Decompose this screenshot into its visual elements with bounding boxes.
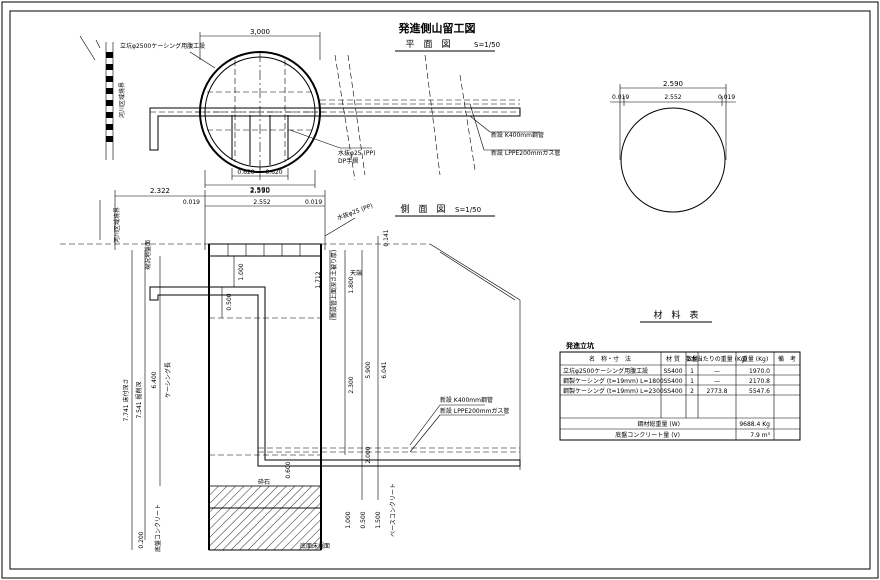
casing-length-label: ケーシング長	[164, 362, 172, 398]
table-row: 鋼製ケーシング (t=19mm) L=1800 SS400 1 — 2170.8	[563, 377, 770, 385]
side-dim-1500: 1.500	[375, 511, 382, 528]
side-dim-2000: 2.000	[365, 446, 372, 463]
total-weight-value: 9688.4 Kg	[739, 421, 770, 428]
ring-circle	[620, 107, 726, 213]
side-dim-r: 0.019	[305, 199, 322, 206]
side-dim-0500b: 0.500	[360, 511, 367, 528]
plan-dim-b: 0.620	[265, 169, 282, 176]
plan-drain-note2: DP手摺	[338, 157, 358, 165]
plan-boundary-label: 河川区域境界	[118, 82, 126, 118]
side-dim-6041: 6.041	[381, 361, 388, 378]
side-dim-0500: 0.500	[226, 293, 233, 310]
plan-drain-note1: 水抜φ25 (PP)	[338, 149, 375, 157]
col-material: 材 質	[666, 355, 680, 363]
materials-section: 発進立坑	[565, 341, 594, 350]
side-dim-6400: 6.400	[151, 371, 158, 388]
concrete-volume-value: 7.9 m³	[750, 432, 770, 439]
svg-text:鋼製ケーシング (t=19mm) L=1800: 鋼製ケーシング (t=19mm) L=1800	[563, 377, 664, 385]
plan-casing-note: 立坑φ2500ケーシング用腹工設	[120, 42, 205, 50]
svg-text:2773.8: 2773.8	[707, 388, 728, 395]
side-dim-1800: 1.800	[348, 276, 355, 293]
col-remarks: 備 考	[778, 355, 796, 363]
svg-text:2170.8: 2170.8	[749, 378, 770, 385]
side-view: 2.322 2.590 0.019 2.552 0.019 河川区域境界 水抜φ…	[60, 187, 521, 552]
side-dim-l: 0.019	[183, 199, 200, 206]
plan-dim-outer: 3,000	[250, 28, 270, 36]
plan-dim-inner: 2,590	[250, 186, 270, 194]
boundary-hatch	[106, 52, 113, 142]
side-dim-total: 2.322	[150, 187, 170, 195]
ring-dim-right: 0.019	[718, 94, 735, 101]
svg-text:SS400: SS400	[663, 368, 682, 375]
bottom-concrete-label: 底盤コンクリート	[154, 504, 162, 552]
side-boundary-label: 河川区域境界	[113, 207, 121, 243]
plan-title: 平 面 図	[405, 39, 450, 50]
svg-text:—: —	[714, 378, 720, 385]
side-pipe	[149, 286, 521, 467]
side-dim-5900: 5.900	[365, 361, 372, 378]
ring-dim-left: 0.019	[612, 94, 629, 101]
plan-view: 河川区域境界 3,000 2,590 0.620	[79, 28, 560, 194]
svg-text:SS400: SS400	[663, 378, 682, 385]
drawing-title: 発進側山留工図	[398, 21, 476, 35]
concrete-base	[208, 507, 322, 551]
side-dim-7741: 7.741 床付深さ	[122, 378, 130, 421]
top-label: 天端	[350, 269, 362, 277]
table-row: 鋼製ケーシング (t=19mm) L=2300 SS400 2 2773.8 5…	[563, 387, 770, 395]
side-pipe1-note: 新設 K400mm鋼管	[440, 396, 493, 404]
col-unit-weight: 1本当たりの重量 (Kg)	[687, 355, 747, 363]
svg-text:立坑φ2500ケーシング用腹工設: 立坑φ2500ケーシング用腹工設	[563, 367, 648, 375]
svg-text:2: 2	[690, 388, 694, 395]
floor-label: 底面床掘面	[300, 542, 330, 550]
ring-dim-top: 2.590	[663, 80, 683, 88]
side-dim-2300: 2.300	[348, 376, 355, 393]
embankment-slope	[429, 243, 521, 470]
plan-pipe-steel	[149, 107, 521, 151]
side-dim-0200: 0.200	[138, 531, 145, 548]
ring-detail: 2.590 0.019 2.552 0.019	[610, 80, 736, 213]
gravel-layer	[208, 485, 322, 509]
pipe-depth-label: (新設管上面深さ土被り厚)	[330, 250, 338, 321]
side-dim-outer: 2.590	[250, 187, 270, 195]
svg-text:1970.0: 1970.0	[749, 368, 770, 375]
side-dim-1000b: 1.000	[345, 511, 352, 528]
side-dim-1000: 1.000	[238, 263, 245, 280]
materials-heading: 材 料 表	[653, 309, 698, 321]
side-dim-7541: 7.541 掘削深	[135, 381, 143, 418]
sand-label: 砕石	[258, 478, 270, 486]
plan-scale: S=1/50	[474, 41, 500, 49]
side-dim-m: 2.552	[253, 199, 270, 206]
svg-text:SS400: SS400	[663, 388, 682, 395]
table-row: 立坑φ2500ケーシング用腹工設 SS400 1 — 1970.0	[563, 367, 770, 375]
plan-pipe1-note: 新設 K400mm鋼管	[491, 131, 544, 139]
col-weight: 重量 (Kg)	[742, 355, 768, 363]
side-dim-0600: 0.600	[285, 461, 292, 478]
casing-top-frame	[208, 243, 322, 257]
svg-text:—: —	[714, 368, 720, 375]
svg-text:5547.6: 5547.6	[749, 388, 770, 395]
col-qty: 数量	[686, 355, 698, 363]
side-dim-0141: 0.141	[383, 229, 390, 246]
mortar-label: ベースコンクリート	[390, 483, 397, 537]
materials-table: 材 料 表 発進立坑 名 称・寸 法 材 質 数量 1本当たりの重量 (Kg) …	[559, 309, 801, 441]
svg-text:鋼製ケーシング (t=19mm) L=2300: 鋼製ケーシング (t=19mm) L=2300	[563, 387, 664, 395]
concrete-volume-label: 底盤コンクリート量 (V)	[615, 431, 680, 439]
inner-frame	[9, 10, 871, 570]
plan-pipe2-note: 新設 LPPE200mmガス管	[491, 149, 560, 157]
side-pipe2-note: 新設 LPPE200mmガス管	[440, 407, 509, 415]
col-name: 名 称・寸 法	[589, 355, 631, 363]
side-title: 側 面 図	[400, 203, 445, 215]
side-dim-1712: 1.712	[315, 271, 322, 288]
ground-label: 現況地盤面	[144, 240, 152, 270]
plan-dim-a: 0.620	[237, 169, 254, 176]
total-weight-label: 鋼材総重量 (W)	[637, 420, 680, 428]
svg-text:1: 1	[690, 378, 694, 385]
side-scale: S=1/50	[455, 206, 481, 214]
svg-text:1: 1	[690, 368, 694, 375]
ring-dim-mid: 2.552	[664, 94, 681, 101]
side-drain-note: 水抜φ25 (PP)	[336, 202, 374, 222]
